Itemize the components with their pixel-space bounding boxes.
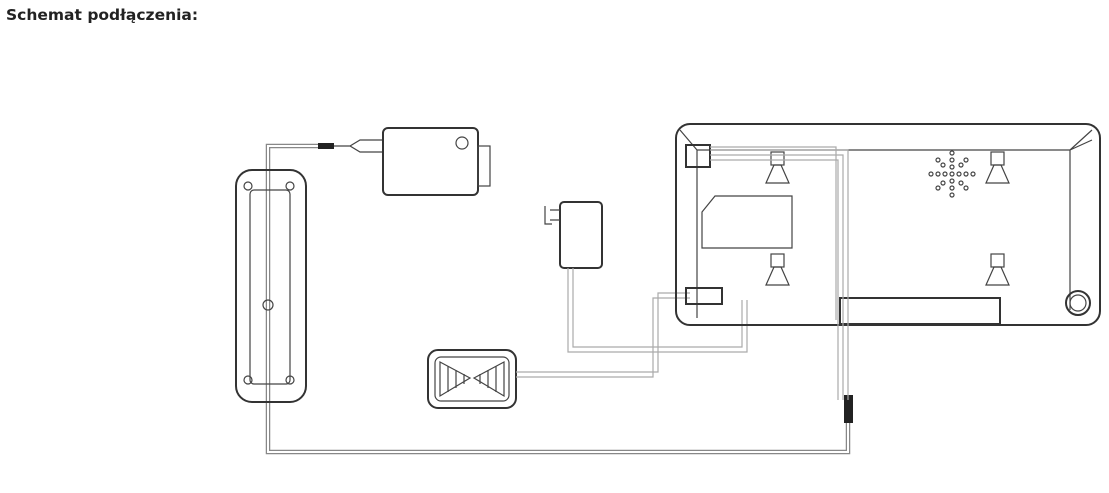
main-cable [265, 139, 853, 455]
heading: Schemat podłączenia: [6, 6, 199, 24]
motion-sensor [427, 292, 690, 409]
speaker-grille [928, 150, 976, 198]
power-adapter [544, 201, 748, 353]
control-unit [675, 123, 1101, 400]
door-handle-panel [235, 169, 307, 403]
electric-lock [382, 127, 491, 196]
